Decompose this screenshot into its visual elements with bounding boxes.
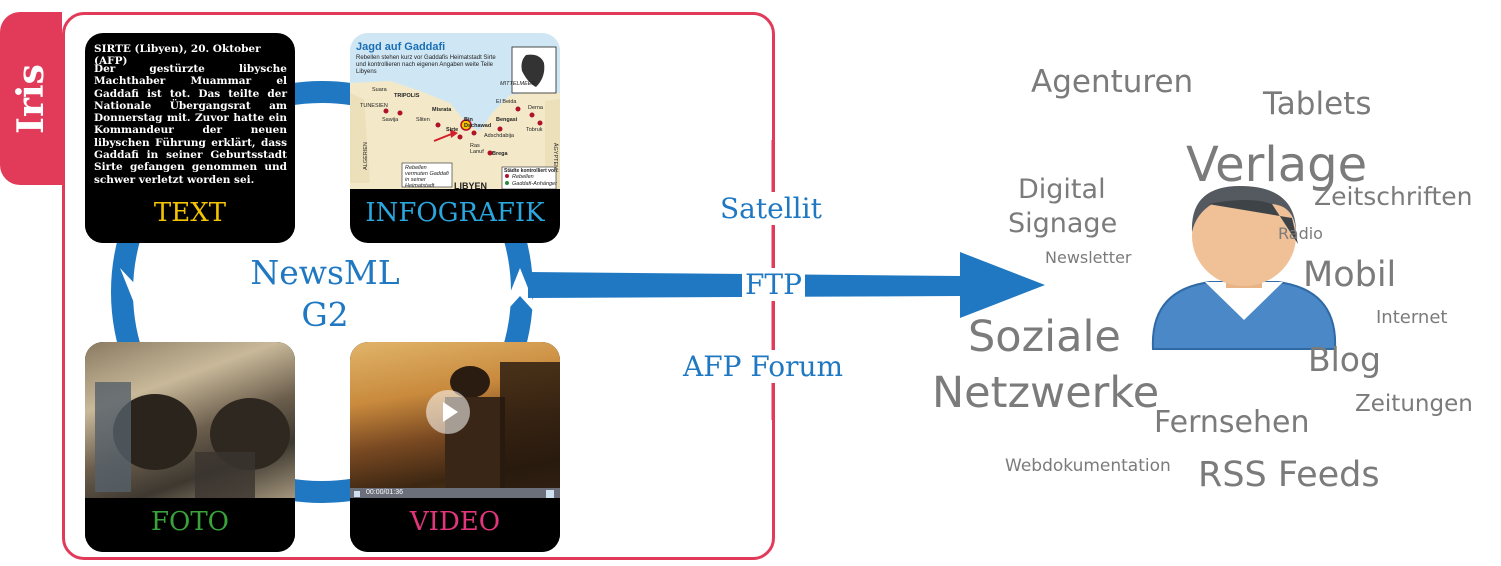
word-zeitungen: Zeitungen bbox=[1355, 391, 1473, 417]
map-suara: Suara bbox=[372, 87, 387, 93]
map-legend-gaddafi: Gaddafi-Anhänger bbox=[512, 181, 557, 187]
word-radio: Radio bbox=[1278, 224, 1323, 243]
map-sirte: Sirte bbox=[446, 127, 459, 133]
foto-card-label: FOTO bbox=[85, 498, 295, 552]
infografik-title: Jagd auf Gaddafi bbox=[356, 41, 446, 53]
map-bin-dschawad: Bin Dschawad bbox=[464, 117, 492, 129]
video-card-label: VIDEO bbox=[350, 498, 560, 552]
word-zeitschriften: Zeitschriften bbox=[1314, 182, 1473, 211]
map-legend-title: Städte kontrolliert von: bbox=[504, 168, 559, 174]
channel-afp-forum: AFP Forum bbox=[683, 350, 844, 383]
play-icon[interactable] bbox=[426, 390, 470, 434]
infografik-card-label: INFOGRAFIK bbox=[350, 189, 560, 243]
infografik-card[interactable]: Jagd auf Gaddafi Rebellen stehen kurz vo… bbox=[350, 33, 560, 243]
map-brega: Brega bbox=[492, 151, 508, 157]
ring-arrow-left bbox=[120, 268, 176, 338]
map-adschdabija: Adschdabija bbox=[484, 133, 514, 139]
newsml-label: NewsML G2 bbox=[225, 252, 425, 336]
map-tunesien: TUNESIEN bbox=[360, 103, 388, 109]
word-tablets: Tablets bbox=[1263, 86, 1372, 122]
word-verlage: Verlage bbox=[1186, 137, 1368, 193]
newsml-line1: NewsML bbox=[250, 253, 400, 292]
video-stop-icon[interactable] bbox=[354, 491, 360, 497]
text-body: Der gestürzte libysche Machthaber Muamma… bbox=[94, 63, 287, 186]
word-mobil: Mobil bbox=[1303, 255, 1397, 295]
word-internet: Internet bbox=[1376, 307, 1448, 328]
word-soziale: Soziale bbox=[968, 312, 1121, 362]
text-headline: SIRTE (Libyen), 20. Oktober (AFP) bbox=[94, 43, 261, 67]
channel-satellit: Satellit bbox=[720, 192, 822, 225]
map-tobruk: Tobruk bbox=[526, 127, 543, 133]
user-avatar-icon bbox=[1151, 186, 1337, 350]
word-agenturen: Agenturen bbox=[1031, 64, 1194, 100]
map-note: Rebellen vermuten Gaddafi in seiner Heim… bbox=[405, 165, 449, 189]
ring-arrow-right bbox=[500, 268, 540, 318]
video-frame bbox=[350, 342, 560, 488]
word-netzwerke: Netzwerke bbox=[932, 368, 1160, 418]
word-newsletter: Newsletter bbox=[1045, 248, 1132, 267]
newsml-line2: G2 bbox=[301, 295, 349, 334]
word-webdokumentation: Webdokumentation bbox=[1005, 456, 1171, 476]
map-legend-rebellen: Rebellen bbox=[512, 174, 534, 180]
video-time: 00:00/01:36 bbox=[366, 489, 403, 496]
map-mittelmeer: MITTELMEER bbox=[500, 81, 536, 87]
map-aegypten: ÄGYPTEN bbox=[552, 142, 559, 170]
map-tripolis: TRIPOLIS bbox=[394, 93, 420, 99]
map-ras-lanuf: Ras Lanuf bbox=[470, 143, 484, 155]
map-bengasi: Bengasi bbox=[496, 117, 518, 123]
iris-tab bbox=[0, 12, 62, 185]
foto-scene bbox=[95, 382, 290, 500]
word-blog: Blog bbox=[1308, 340, 1381, 379]
map-libyen: LIBYEN bbox=[454, 181, 488, 191]
infografik-subtitle: Rebellen stehen kurz vor Gaddafis Heimat… bbox=[356, 55, 496, 75]
map-algerien: ALGERIEN bbox=[362, 142, 369, 170]
text-card-label: TEXT bbox=[85, 189, 295, 243]
word-fernsehen: Fernsehen bbox=[1154, 405, 1310, 440]
text-card[interactable]: SIRTE (Libyen), 20. Oktober (AFP) Der ge… bbox=[85, 33, 295, 243]
word-rss-feeds: RSS Feeds bbox=[1198, 455, 1380, 495]
foto-card[interactable]: FOTO bbox=[85, 342, 295, 552]
map-derna: Derna bbox=[528, 105, 543, 111]
word-digital: Digital bbox=[1018, 174, 1106, 205]
video-card[interactable]: 00:00/01:36 VIDEO bbox=[350, 342, 560, 552]
volume-icon[interactable] bbox=[546, 490, 554, 498]
map-sawija: Sawija bbox=[382, 117, 399, 123]
map-misrata: Misrata bbox=[432, 107, 452, 113]
word-signage: Signage bbox=[1008, 208, 1118, 239]
map-el-beida: El Beida bbox=[496, 99, 517, 105]
channel-ftp: FTP bbox=[742, 268, 805, 301]
foto-image bbox=[85, 342, 295, 500]
video-controls[interactable]: 00:00/01:36 bbox=[350, 488, 560, 500]
libya-map bbox=[350, 33, 560, 191]
map-sliten: Sliten bbox=[416, 117, 430, 123]
